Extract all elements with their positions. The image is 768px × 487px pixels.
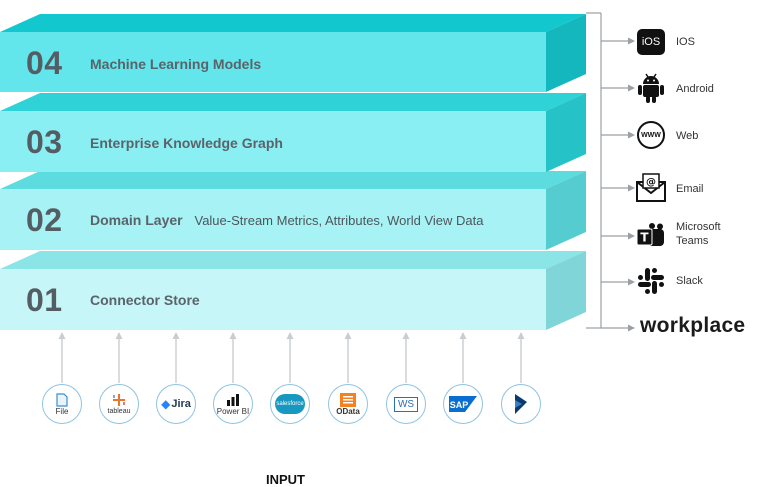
salesforce-icon: salesforce xyxy=(270,384,310,424)
layer-title-text: Enterprise Knowledge Graph xyxy=(90,135,283,151)
input-label: tableau xyxy=(107,407,131,415)
layer-number: 03 xyxy=(26,124,63,160)
output-arrowhead xyxy=(628,84,635,92)
layer-02-side-face xyxy=(546,171,586,250)
android-icon xyxy=(636,73,666,103)
output-arrowhead xyxy=(628,278,635,286)
layer-title: Domain Layer Value-Stream Metrics, Attri… xyxy=(90,212,483,228)
input-label: WS xyxy=(393,396,419,412)
output-label-android: Android xyxy=(676,83,714,95)
output-arrowhead xyxy=(628,232,635,240)
layer-title: Enterprise Knowledge Graph xyxy=(90,135,283,151)
output-arrowhead xyxy=(628,131,635,139)
output-bracket xyxy=(586,12,635,332)
layer-number: 04 xyxy=(26,45,63,81)
jira-mark-icon: ◆ xyxy=(161,397,171,411)
input-arrowhead xyxy=(517,332,525,339)
output-arrowhead xyxy=(628,324,635,332)
layer-03-front-face xyxy=(0,111,546,172)
web-glyph: WWW xyxy=(637,121,665,149)
layer-subtitle: Value-Stream Metrics, Attributes, World … xyxy=(194,213,484,228)
input-label: Power BI xyxy=(216,406,250,416)
input-arrowhead xyxy=(344,332,352,339)
output-label-web: Web xyxy=(676,130,699,142)
layer-title-text: Machine Learning Models xyxy=(90,56,262,72)
input-arrowhead xyxy=(459,332,467,339)
jira-icon: ◆ Jira xyxy=(156,384,196,424)
input-arrowhead xyxy=(58,332,66,339)
odata-icon: OData xyxy=(328,384,368,424)
layer-03-side-face xyxy=(546,93,586,172)
input-label: Jira xyxy=(171,398,191,410)
teams-glyph: T xyxy=(640,231,649,245)
input-arrows xyxy=(58,332,525,383)
layer-02-front-face xyxy=(0,189,546,250)
svg-text:@: @ xyxy=(646,177,656,188)
layer-01-front-face xyxy=(0,269,546,330)
ios-icon: iOS xyxy=(636,27,666,57)
input-title: INPUT xyxy=(266,472,305,487)
layer-title-text: Connector Store xyxy=(90,292,200,308)
email-icon: @ xyxy=(636,172,666,202)
input-arrowhead xyxy=(229,332,237,339)
dynamics-icon xyxy=(501,384,541,424)
input-label: salesforce xyxy=(276,401,304,407)
output-label-email: Email xyxy=(676,183,704,195)
layer-04-front-face xyxy=(0,32,546,92)
sap-icon: SAP xyxy=(443,384,483,424)
ws-icon: WS xyxy=(386,384,426,424)
layer-title: Connector Store xyxy=(90,292,200,308)
input-label: OData xyxy=(336,406,360,416)
workplace-logo: workplace xyxy=(640,314,746,337)
input-arrowhead xyxy=(286,332,294,339)
slack-icon xyxy=(636,266,666,296)
file-icon: File xyxy=(42,384,82,424)
ios-glyph: iOS xyxy=(637,29,665,55)
layer-01-side-face xyxy=(546,251,586,330)
output-arrowhead xyxy=(628,37,635,45)
input-arrowhead xyxy=(402,332,410,339)
output-arrowhead xyxy=(628,184,635,192)
tableau-icon: tableau xyxy=(99,384,139,424)
layer-02-top-face xyxy=(0,171,586,189)
input-label: File xyxy=(55,406,69,416)
output-label-slack: Slack xyxy=(676,275,703,287)
input-arrowhead xyxy=(115,332,123,339)
layer-04-top-face xyxy=(0,14,586,32)
teams-icon: T xyxy=(636,222,666,252)
layer-03-top-face xyxy=(0,93,586,111)
layer-title-text: Domain Layer xyxy=(90,212,183,228)
input-label: SAP xyxy=(450,400,469,410)
output-label-teams: Microsoft Teams xyxy=(676,221,721,247)
layer-04-side-face xyxy=(546,14,586,92)
layer-number: 02 xyxy=(26,202,63,238)
web-icon: WWW xyxy=(636,120,666,150)
output-label-ios: IOS xyxy=(676,36,695,48)
layer-01-top-face xyxy=(0,251,586,269)
layer-title: Machine Learning Models xyxy=(90,56,261,72)
input-arrowhead xyxy=(172,332,180,339)
layer-number: 01 xyxy=(26,282,63,318)
powerbi-icon: Power BI xyxy=(213,384,253,424)
